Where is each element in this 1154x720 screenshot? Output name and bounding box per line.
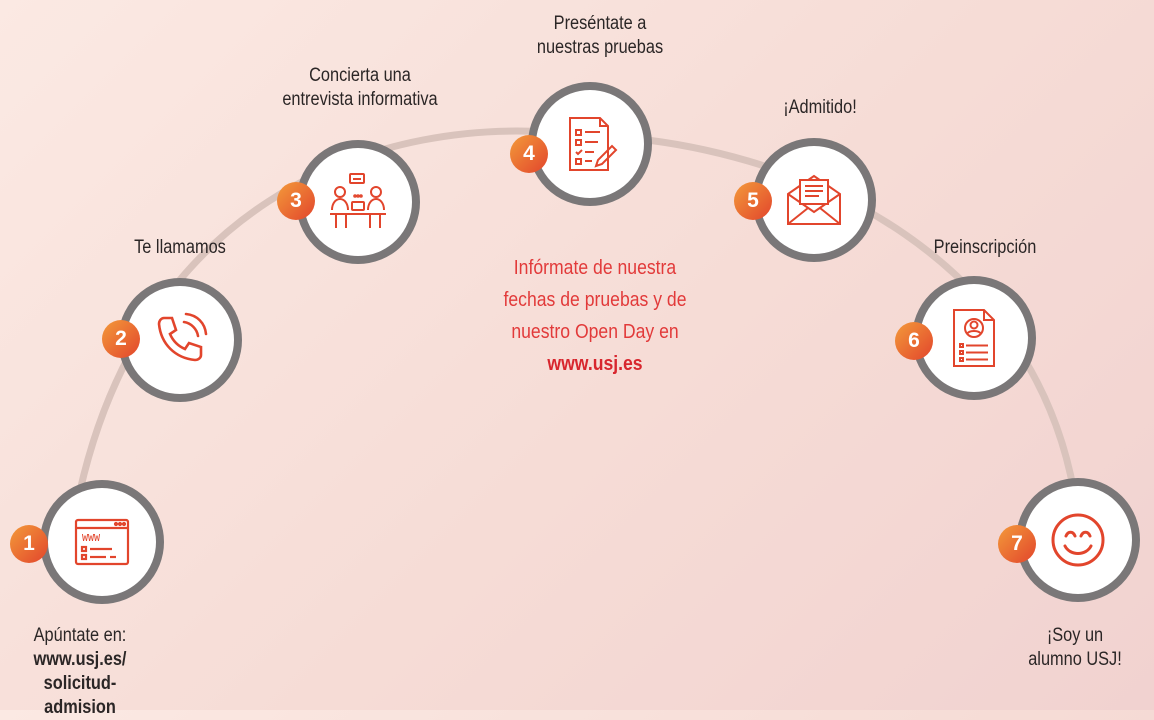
step-3-label: Concierta una entrevista informativa [265,64,454,112]
step-7-label: ¡Soy un alumno USJ! [1011,624,1140,672]
step-7-label-line1: ¡Soy un [1046,625,1104,646]
step-3-label-line1: Concierta una [309,65,411,86]
phone-call-icon [157,312,208,362]
step-6-label: Preinscripción [933,237,1037,258]
step-3-badge: 3 [277,182,315,220]
step-1-link-line2[interactable]: solicitud-admision [43,673,117,718]
step-1-badge: 1 [10,525,48,563]
center-info-line2: fechas de pruebas y de [503,289,687,311]
step-2-badge: 2 [102,320,140,358]
step-5-label: ¡Admitido! [783,97,857,118]
step-1-link-line1[interactable]: www.usj.es/ [33,649,127,670]
step-7-label-line2: alumno USJ! [1028,649,1122,670]
step-7-badge: 7 [998,525,1036,563]
center-info-line1: Infórmate de nuestra [513,257,677,279]
interview-meeting-icon [330,173,386,228]
center-info-text: Infórmate de nuestra fechas de pruebas y… [476,252,714,380]
step-4-label: Preséntate a nuestras pruebas [505,12,694,60]
step-4-label-line1: Preséntate a [553,13,647,34]
step-3-circle [296,140,420,264]
center-info-line3: nuestro Open Day en [511,321,679,343]
step-4-circle [528,82,652,206]
envelope-letter-icon [787,174,841,225]
step-4-label-line2: nuestras pruebas [536,37,664,58]
step-4-badge: 4 [510,135,548,173]
step-1-label-text: Apúntate en: [33,625,127,646]
step-3-label-line2: entrevista informativa [282,89,438,110]
usj-website-link[interactable]: www.usj.es [547,353,643,375]
step-1-circle: WWW [40,480,164,604]
step-1-label: Apúntate en: www.usj.es/ solicitud-admis… [11,624,149,720]
step-6-badge: 6 [895,322,933,360]
svg-text:WWW: WWW [82,533,101,544]
resume-document-icon [953,309,995,367]
smiley-face-icon [1051,513,1105,567]
step-7-circle [1016,478,1140,602]
test-checklist-icon [569,117,618,171]
step-2-label: Te llamamos [134,237,226,258]
step-5-badge: 5 [734,182,772,220]
web-browser-icon: WWW [74,518,130,566]
